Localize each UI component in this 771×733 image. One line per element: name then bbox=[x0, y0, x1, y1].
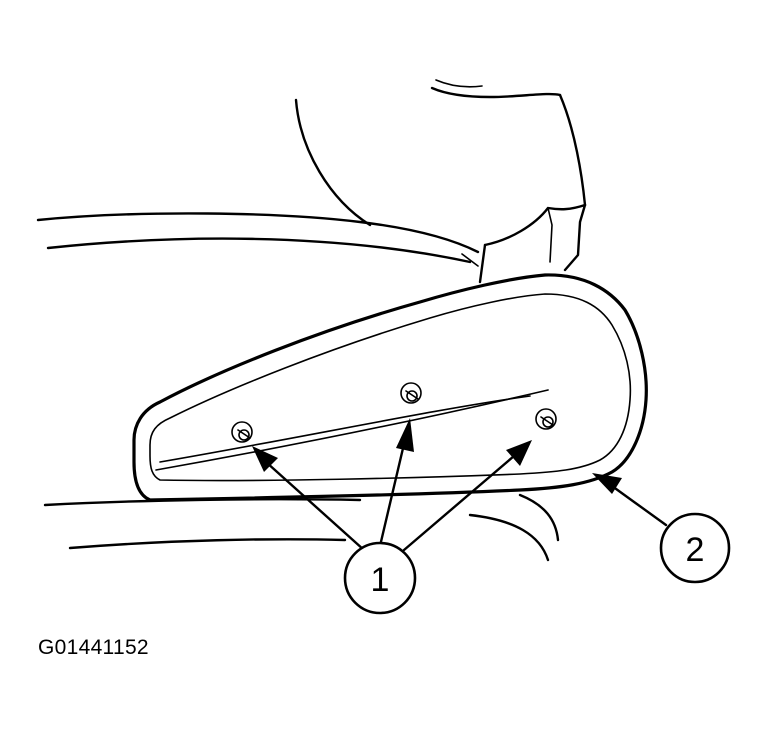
side-shield-crease-shadow bbox=[159, 395, 531, 463]
screw-right bbox=[535, 408, 557, 430]
cushion-top-line bbox=[36, 212, 480, 254]
screw-left-mark bbox=[237, 429, 251, 439]
seat-back-hinge-left bbox=[478, 243, 487, 284]
arrowhead-screw-middle bbox=[396, 418, 414, 452]
seat-back-top-seam bbox=[435, 79, 483, 88]
callout-2-number: 2 bbox=[686, 531, 705, 569]
side-shield-outer-edge bbox=[132, 273, 648, 502]
screw-middle-slot bbox=[406, 390, 418, 402]
screw-middle-head bbox=[400, 382, 422, 404]
arrowhead-side-shield bbox=[592, 473, 622, 494]
screw-middle-mark bbox=[405, 390, 419, 400]
figure-id-label: G01441152 bbox=[38, 636, 149, 659]
cushion-seam-line bbox=[46, 237, 472, 264]
base-curve-inner bbox=[468, 513, 550, 562]
screw-left bbox=[231, 421, 253, 443]
screw-middle bbox=[400, 382, 422, 404]
callout-2-circle bbox=[659, 512, 731, 584]
seat-back-outline-left bbox=[294, 98, 372, 227]
leader-to-screw-left bbox=[264, 460, 366, 552]
base-line-lower bbox=[68, 538, 347, 550]
seat-back-outline-top bbox=[430, 86, 562, 99]
recliner-bracket bbox=[563, 203, 587, 272]
callout-1-circle bbox=[343, 541, 417, 615]
callout-2-leader bbox=[592, 473, 668, 527]
seat-base bbox=[43, 493, 560, 562]
seat-back-hinge-inner bbox=[547, 207, 553, 263]
leader-to-screw-right bbox=[402, 454, 516, 552]
arrowhead-screw-right bbox=[506, 440, 532, 466]
side-shield-inner-edge bbox=[149, 293, 632, 482]
seat-back-lower-edge bbox=[483, 203, 587, 247]
base-curve-front bbox=[518, 493, 560, 542]
callout-1-number: 1 bbox=[371, 561, 390, 599]
seat-back-outline-right bbox=[558, 93, 587, 207]
screw-left-slot bbox=[238, 429, 250, 441]
side-shield bbox=[132, 273, 648, 502]
seat-back bbox=[294, 79, 587, 284]
seat-cushion bbox=[36, 212, 480, 267]
callout-1-leaders bbox=[252, 418, 532, 552]
cushion-tuck bbox=[461, 253, 479, 267]
callout-1: 1 bbox=[343, 541, 417, 615]
leader-to-side-shield bbox=[610, 484, 668, 527]
callout-2: 2 bbox=[659, 512, 731, 584]
screw-right-slot bbox=[542, 416, 554, 428]
screw-right-mark bbox=[540, 416, 554, 426]
arrowhead-screw-left bbox=[252, 446, 278, 472]
leader-to-screw-middle bbox=[378, 442, 406, 548]
